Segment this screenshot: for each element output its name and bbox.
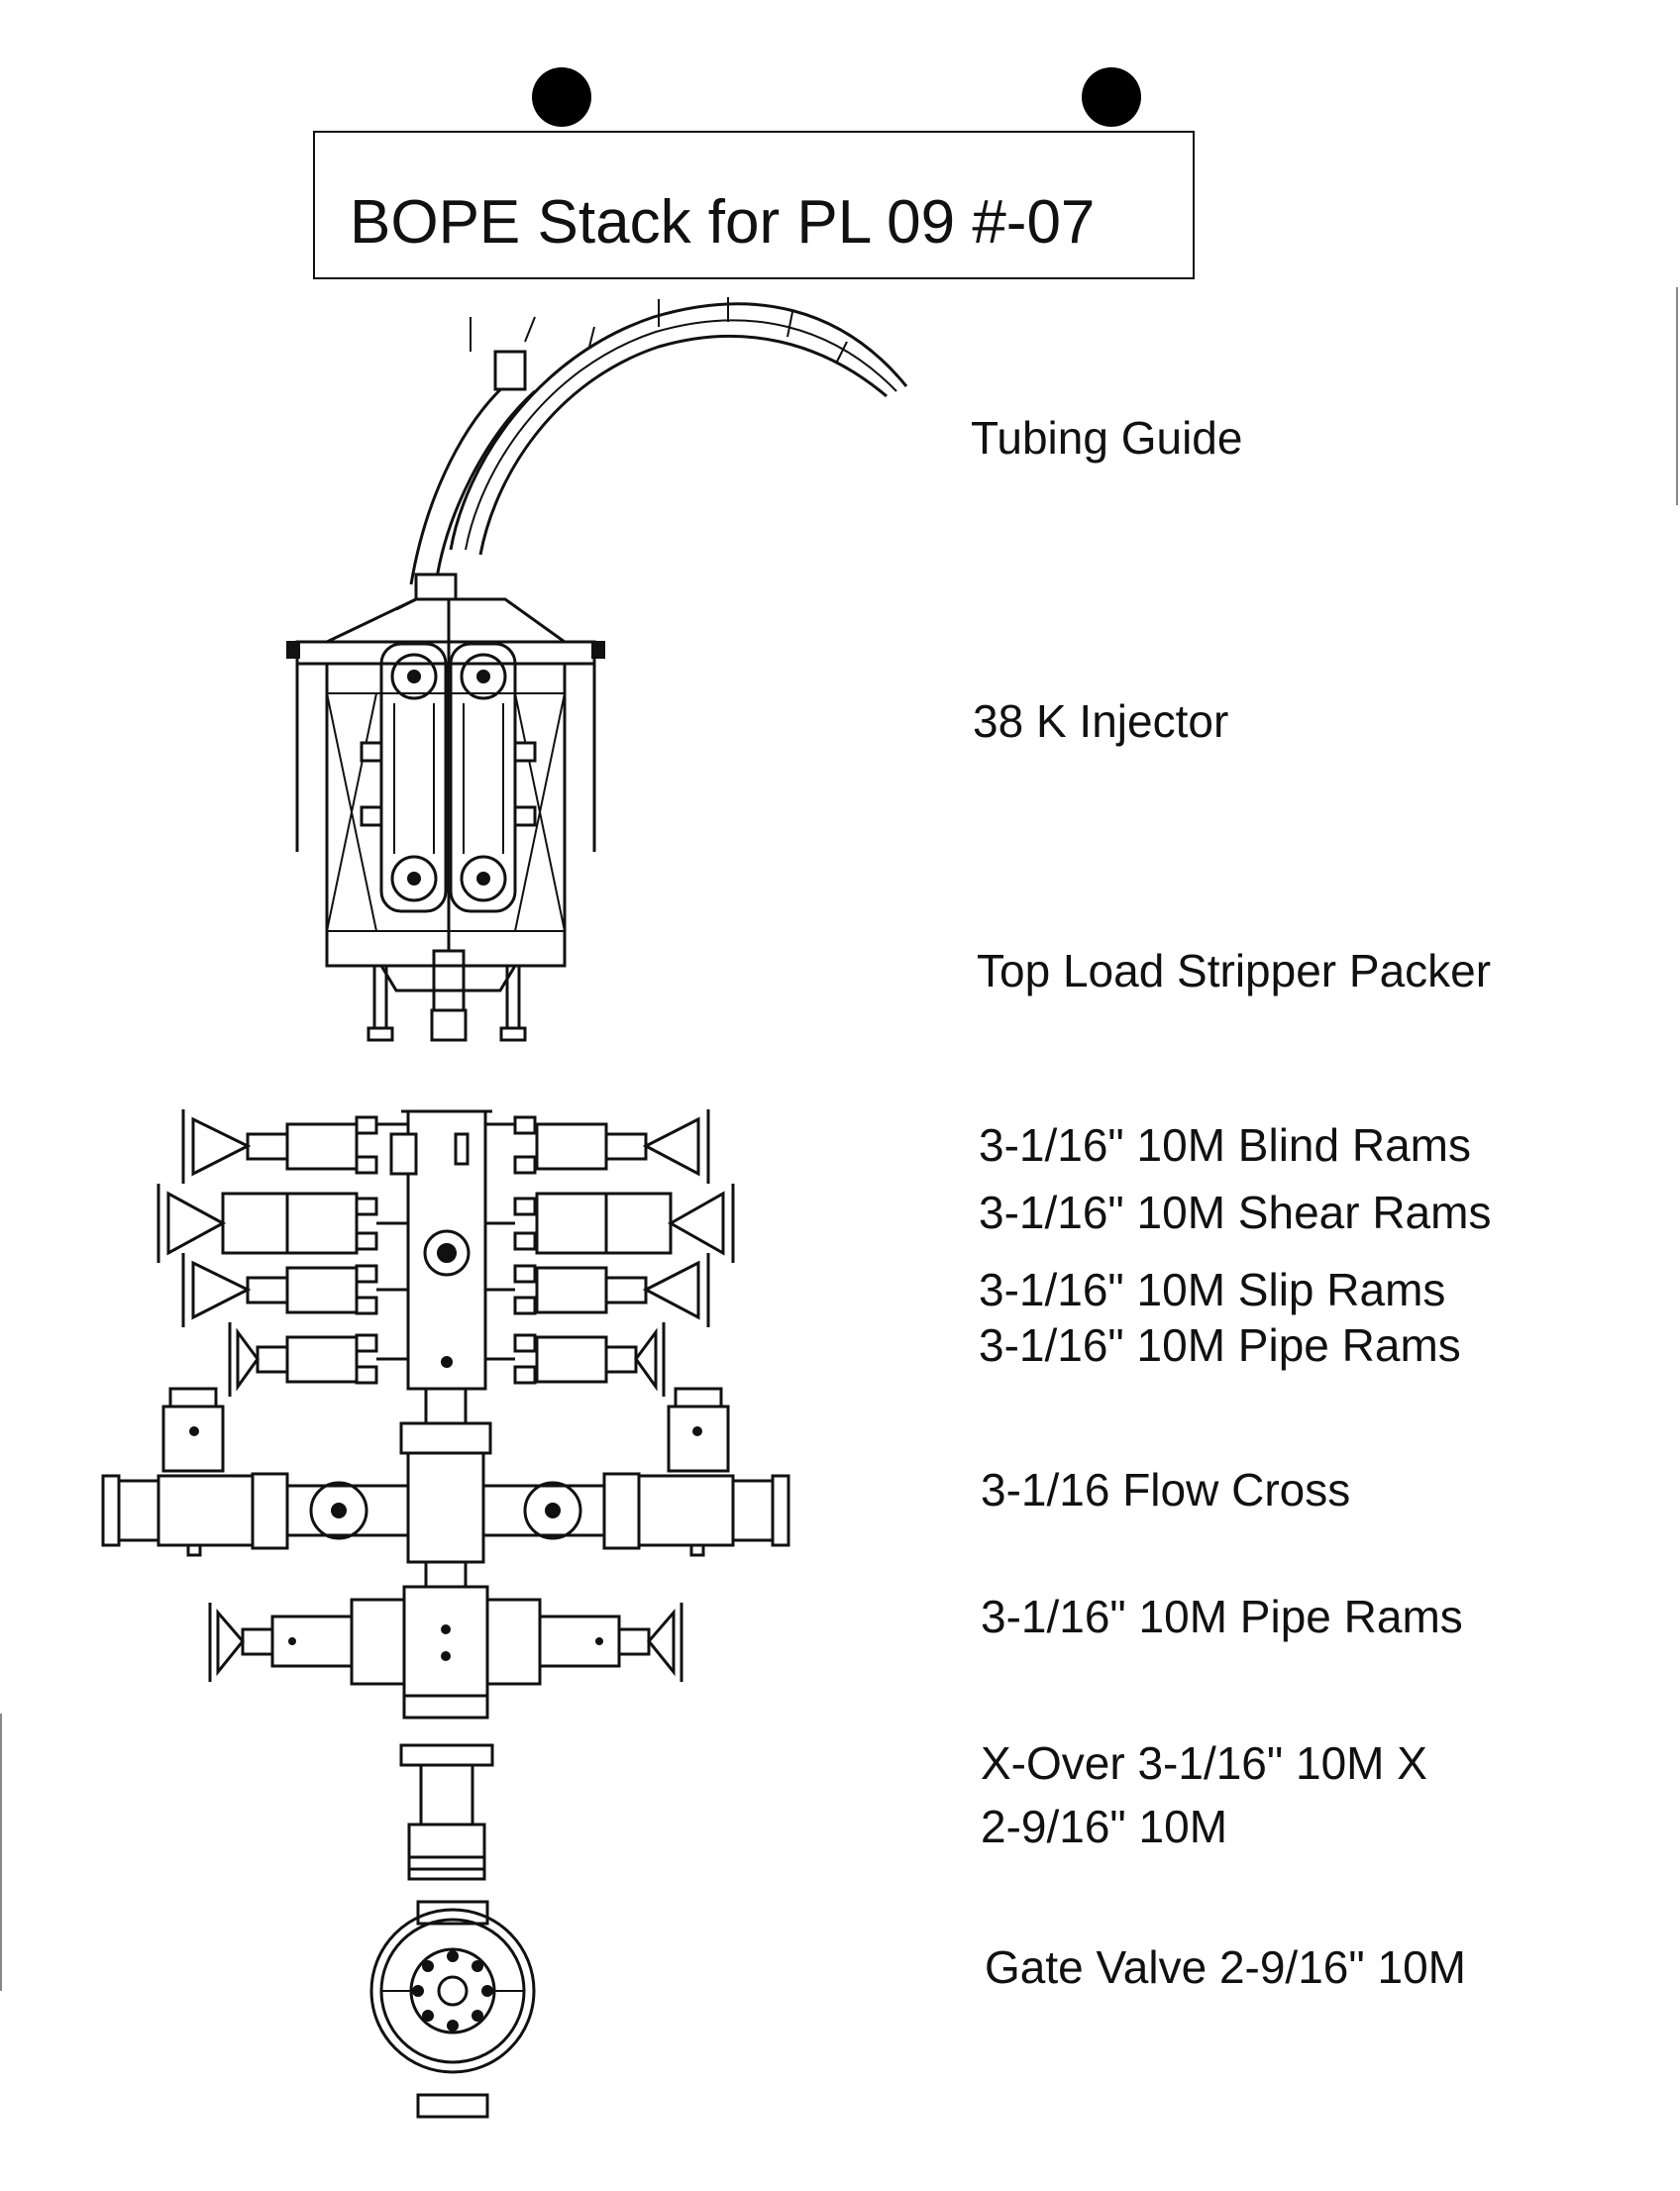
xover-drawing <box>399 1743 494 1881</box>
label-shear-rams: 3-1/16" 10M Shear Rams <box>979 1187 1492 1238</box>
label-pipe-rams-upper: 3-1/16" 10M Pipe Rams <box>979 1319 1461 1371</box>
injector-drawing <box>286 597 605 1042</box>
label-slip-rams: 3-1/16" 10M Slip Rams <box>979 1264 1446 1315</box>
punch-hole-left <box>532 67 591 127</box>
label-xover-line2: 2-9/16" 10M <box>981 1801 1228 1852</box>
label-gate-valve: Gate Valve 2-9/16" 10M <box>985 1941 1466 1993</box>
gate-valve-drawing <box>369 1900 536 2119</box>
scan-artifact <box>0 1714 2 1991</box>
page-title: BOPE Stack for PL 09 #-07 <box>350 188 1096 257</box>
label-injector: 38 K Injector <box>973 695 1229 747</box>
scan-artifact <box>1676 287 1678 505</box>
punch-hole-right <box>1082 67 1141 127</box>
lower-pipe-rams-drawing <box>208 1560 683 1720</box>
label-tubing-guide: Tubing Guide <box>971 412 1243 464</box>
label-flow-cross: 3-1/16 Flow Cross <box>981 1464 1351 1515</box>
tubing-guide-drawing <box>395 297 908 611</box>
label-stripper-packer: Top Load Stripper Packer <box>977 945 1492 996</box>
flow-cross-drawing <box>101 1387 790 1564</box>
label-xover-line1: X-Over 3-1/16" 10M X <box>981 1737 1427 1789</box>
title-box: BOPE Stack for PL 09 #-07 <box>313 131 1195 279</box>
ram-stack-drawing <box>157 1109 735 1397</box>
label-pipe-rams-lower: 3-1/16" 10M Pipe Rams <box>981 1591 1463 1642</box>
label-blind-rams: 3-1/16" 10M Blind Rams <box>979 1119 1471 1171</box>
